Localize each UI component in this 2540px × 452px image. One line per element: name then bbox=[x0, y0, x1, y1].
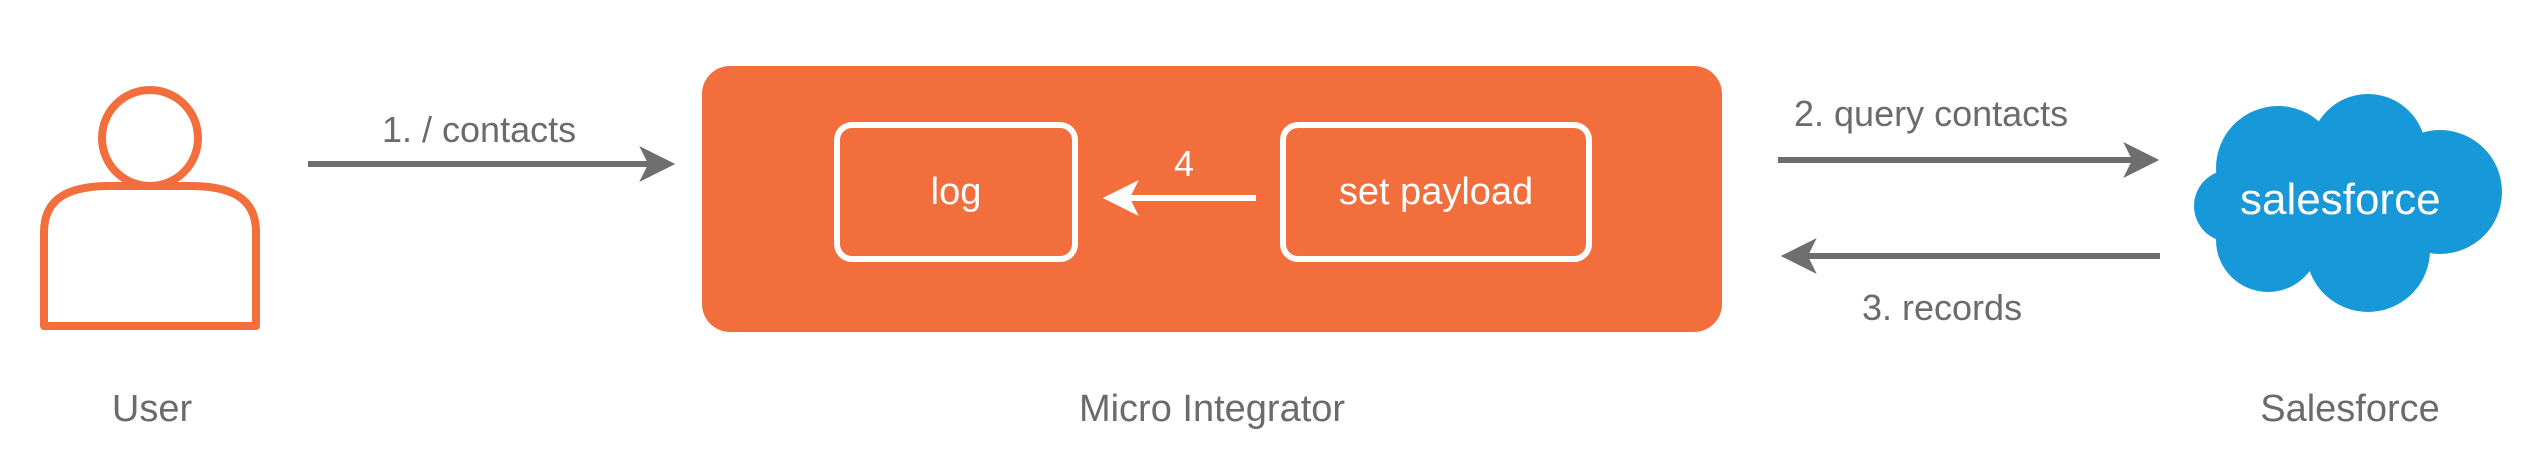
salesforce-logo-text: salesforce bbox=[2240, 175, 2441, 224]
user-icon bbox=[40, 86, 260, 330]
log-mediator[interactable]: log bbox=[834, 122, 1078, 262]
set-payload-mediator[interactable]: set payload bbox=[1280, 122, 1592, 262]
micro-integrator-node-label: Micro Integrator bbox=[1078, 388, 1346, 430]
micro-integrator-box: log set payload 4 bbox=[702, 66, 1722, 332]
salesforce-cloud-logo bbox=[2194, 94, 2502, 312]
request-edge-label: 1. / contacts bbox=[382, 109, 577, 150]
internal-step-label: 4 bbox=[1174, 143, 1195, 184]
response-edge-label: 3. records bbox=[1862, 287, 2023, 328]
user-node-label: User bbox=[111, 388, 193, 430]
query-edge-label: 2. query contacts bbox=[1794, 93, 2069, 134]
set-payload-mediator-label: set payload bbox=[1338, 170, 1534, 213]
salesforce-node-label: Salesforce bbox=[2260, 388, 2440, 430]
internal-arrow-layer bbox=[1102, 180, 1256, 216]
log-mediator-label: log bbox=[930, 170, 982, 213]
